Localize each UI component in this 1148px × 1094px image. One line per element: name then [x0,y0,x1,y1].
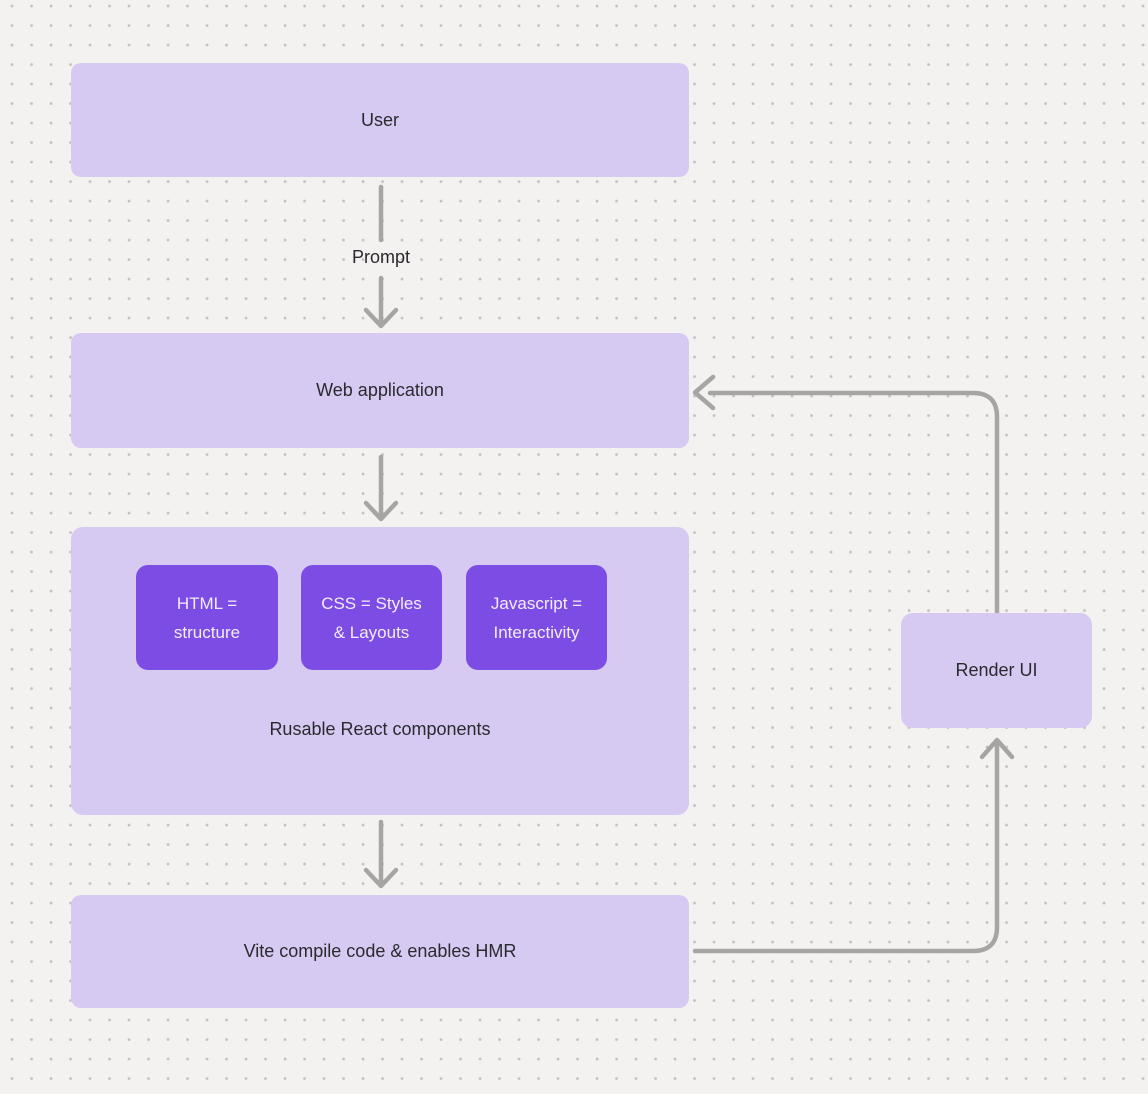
node-web-application-label: Web application [316,380,444,400]
edge-webapp-to-components [363,454,399,522]
node-html-structure[interactable]: HTML = structure [136,565,278,670]
node-user-label: User [360,109,399,130]
node-render-ui[interactable]: Render UI [901,613,1092,728]
node-vite-compile-label: Vite compile code & enables HMR [243,941,517,961]
components-group-caption: Rusable React components [269,719,491,739]
edge-renderui-to-webapp [692,374,1000,616]
node-javascript-interactivity[interactable]: Javascript = Interactivity [466,565,607,670]
node-render-ui-label: Render UI [955,660,1038,680]
node-user[interactable]: User [71,63,689,177]
edge-vite-to-renderui [692,737,1015,954]
node-html-structure-label: HTML = structure [173,593,241,642]
node-components-group[interactable]: HTML = structure CSS = Styles & Layouts … [71,527,689,815]
node-web-application[interactable]: Web application [71,333,689,448]
edge-label-prompt: Prompt [351,247,411,267]
edge-components-to-vite [363,819,399,889]
node-vite-compile[interactable]: Vite compile code & enables HMR [71,895,689,1008]
node-css-styles[interactable]: CSS = Styles & Layouts [301,565,442,670]
node-javascript-interactivity-label: Javascript = Interactivity [490,593,583,642]
node-css-styles-label: CSS = Styles & Layouts [321,593,422,642]
